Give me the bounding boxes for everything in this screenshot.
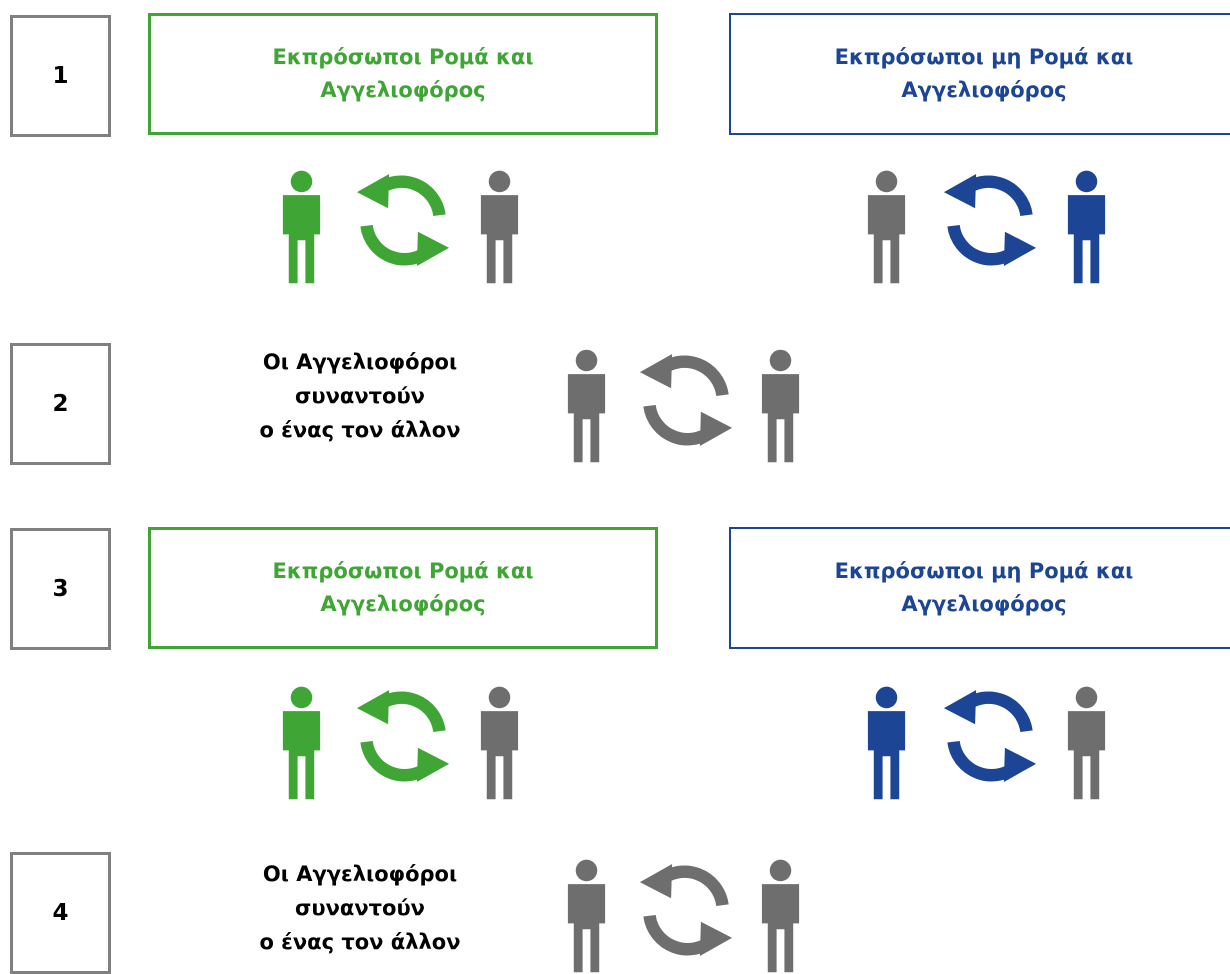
person-icon: [278, 168, 325, 285]
step-number-box: 3: [10, 528, 111, 650]
non-roma-representatives-box: Εκπρόσωποι μη Ρομά και Αγγελιοφόρος: [729, 13, 1230, 135]
step-number: 2: [52, 391, 69, 417]
person-icon: [476, 684, 523, 801]
person-icon: [863, 168, 910, 285]
non-roma-box-label-line1: Εκπρόσωποι μη Ρομά και: [834, 45, 1134, 69]
person-icon: [476, 168, 523, 285]
meet-text-line3: ο ένας τον άλλον: [259, 930, 461, 954]
roma-box-label-line1: Εκπρόσωποι Ρομά και: [272, 559, 534, 583]
person-icon: [1063, 168, 1110, 285]
person-icon: [563, 347, 610, 464]
exchange-arrows-icon: [942, 172, 1038, 268]
non-roma-box-label-line2: Αγγελιοφόρος: [901, 78, 1067, 102]
person-icon: [1063, 684, 1110, 801]
exchange-arrows-icon: [942, 688, 1038, 784]
roma-representatives-box: Εκπρόσωποι Ρομά και Αγγελιοφόρος: [148, 13, 658, 135]
step-number: 3: [52, 576, 69, 602]
exchange-arrows-icon: [638, 862, 734, 958]
exchange-arrows-icon: [355, 688, 451, 784]
roma-representatives-box: Εκπρόσωποι Ρομά και Αγγελιοφόρος: [148, 527, 658, 649]
person-icon: [563, 857, 610, 974]
step-number-box: 1: [10, 15, 111, 137]
step-number-box: 2: [10, 343, 111, 465]
non-roma-representatives-box: Εκπρόσωποι μη Ρομά και Αγγελιοφόρος: [729, 527, 1230, 649]
meet-text-line2: συναντούν: [295, 896, 425, 920]
non-roma-box-label-line1: Εκπρόσωποι μη Ρομά και: [834, 559, 1134, 583]
roma-box-label-line1: Εκπρόσωποι Ρομά και: [272, 45, 534, 69]
messengers-meet-text: Οι Αγγελιοφόροι συναντούν ο ένας τον άλλ…: [205, 857, 515, 959]
step-number: 4: [52, 900, 69, 926]
roma-box-label-line2: Αγγελιοφόρος: [320, 592, 486, 616]
exchange-arrows-icon: [355, 172, 451, 268]
meet-text-line2: συναντούν: [295, 384, 425, 408]
meet-text-line1: Οι Αγγελιοφόροι: [262, 862, 458, 886]
exchange-arrows-icon: [638, 352, 734, 448]
roma-box-label-line2: Αγγελιοφόρος: [320, 78, 486, 102]
person-icon: [863, 684, 910, 801]
non-roma-box-label-line2: Αγγελιοφόρος: [901, 592, 1067, 616]
messengers-meet-text: Οι Αγγελιοφόροι συναντούν ο ένας τον άλλ…: [205, 345, 515, 447]
step-number: 1: [52, 63, 69, 89]
meet-text-line3: ο ένας τον άλλον: [259, 418, 461, 442]
person-icon: [278, 684, 325, 801]
person-icon: [757, 857, 804, 974]
meet-text-line1: Οι Αγγελιοφόροι: [262, 350, 458, 374]
step-number-box: 4: [10, 852, 111, 974]
person-icon: [757, 347, 804, 464]
